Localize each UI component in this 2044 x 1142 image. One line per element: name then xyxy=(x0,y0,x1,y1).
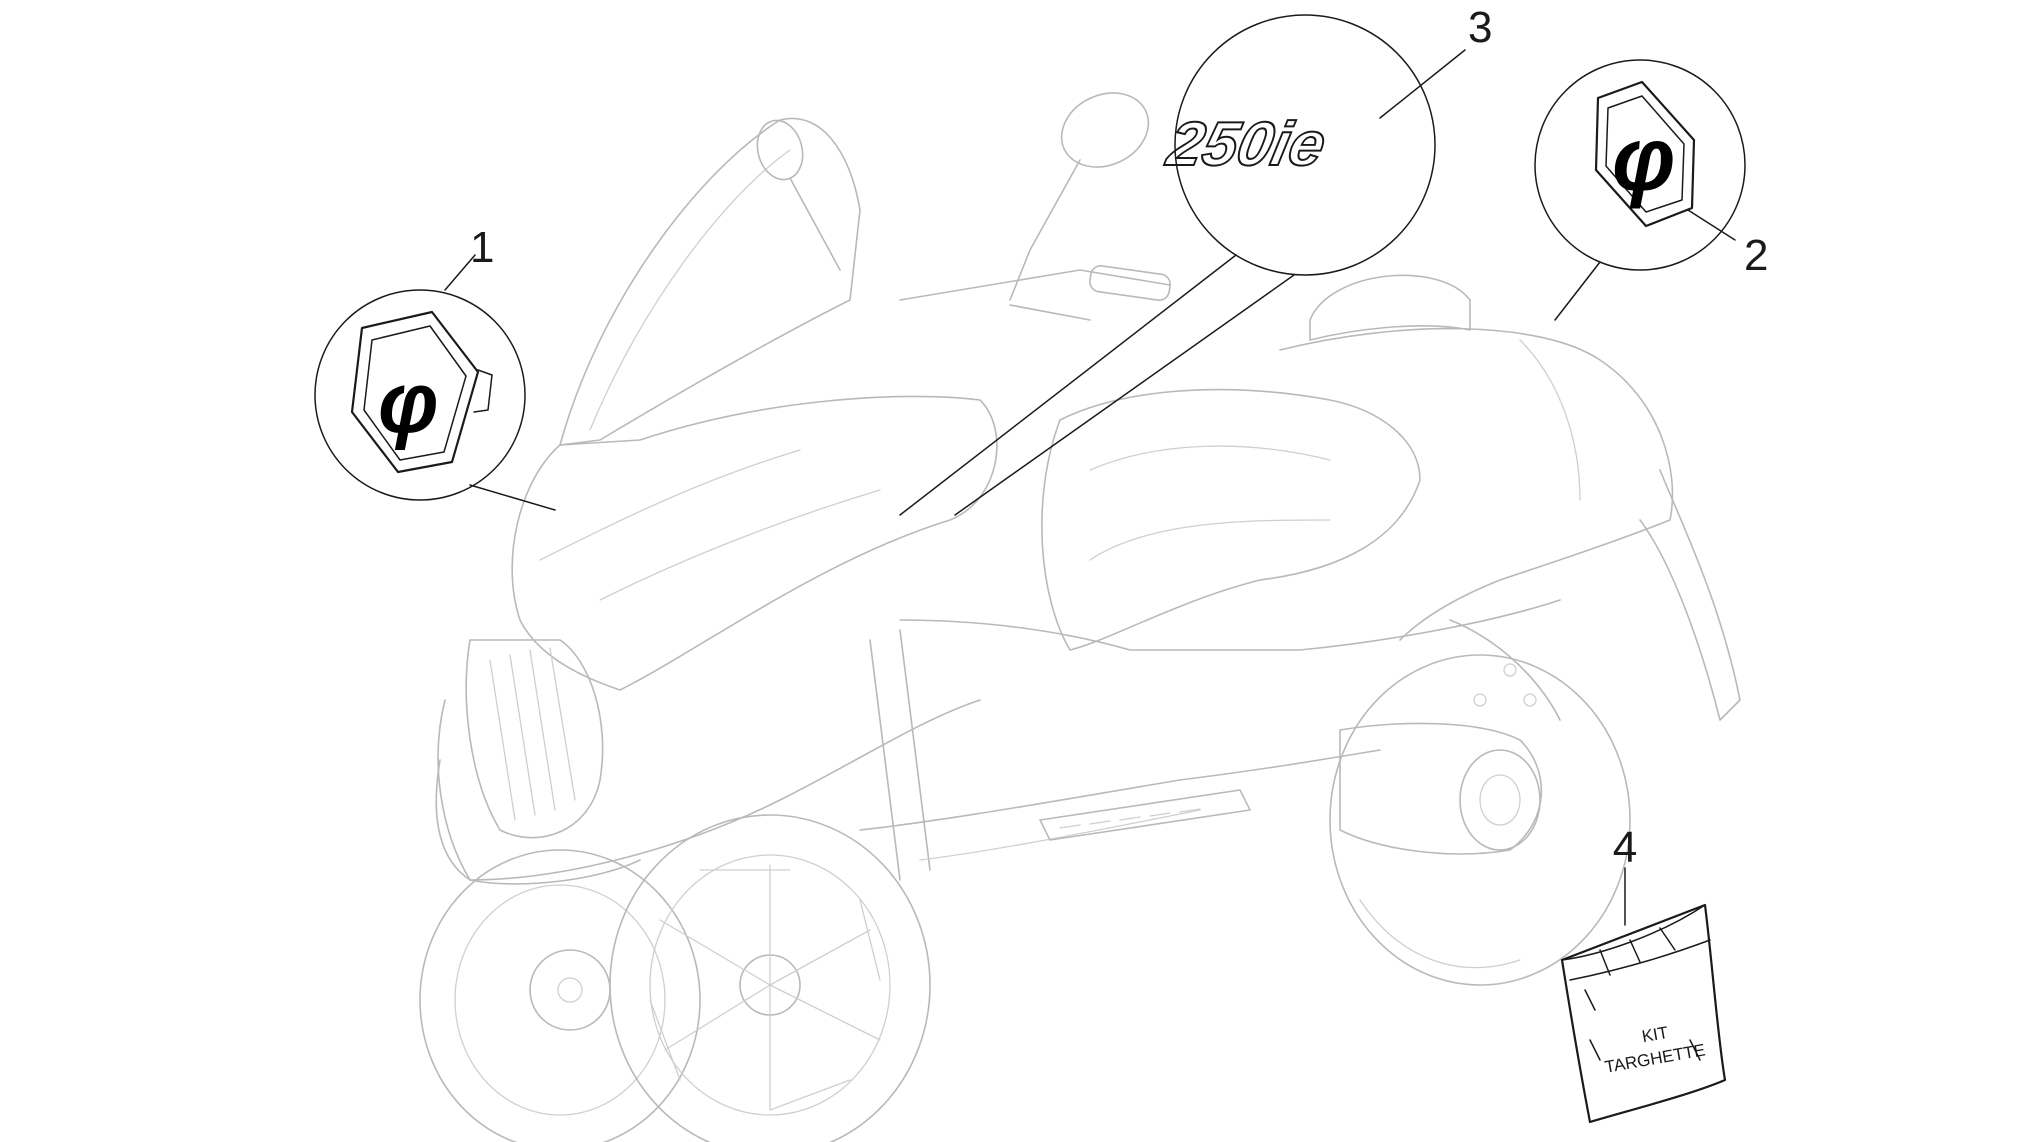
detail-circle-2 xyxy=(1534,59,1746,271)
callout-3-group: 250ie 3 xyxy=(899,3,1492,516)
scooter-illustration xyxy=(419,92,1741,1142)
leader-line-3b xyxy=(954,274,1295,516)
callout-number-4: 4 xyxy=(1613,823,1637,872)
piaggio-badge-rear: φ xyxy=(1594,80,1696,228)
callout-number-3: 3 xyxy=(1468,3,1492,52)
leader-line-1 xyxy=(469,484,556,511)
callout-number-2: 2 xyxy=(1744,231,1768,280)
detail-circle-3 xyxy=(1174,14,1436,276)
leader-line-2 xyxy=(1554,261,1601,321)
piaggio-badge-front: φ xyxy=(350,310,493,474)
sticker-kit-label-line2: TARGHETTE xyxy=(1603,1040,1706,1076)
pointer-line-3 xyxy=(1379,49,1466,119)
sticker-kit-label-line1: KIT xyxy=(1640,1023,1669,1046)
callout-number-1: 1 xyxy=(470,223,494,272)
leader-line-3a xyxy=(899,254,1237,516)
badge-rear-logo: φ xyxy=(1612,110,1675,210)
sticker-kit-bag: KIT TARGHETTE xyxy=(1560,903,1727,1124)
callout-1-group: φ 1 xyxy=(314,223,556,511)
callout-2-group: φ 2 xyxy=(1534,59,1768,321)
pointer-line-2 xyxy=(1687,209,1736,241)
model-emblem-250ie: 250ie xyxy=(1161,110,1332,179)
detail-circle-1 xyxy=(314,289,526,501)
pointer-line-1 xyxy=(444,254,476,291)
badge-front-logo: φ xyxy=(378,355,439,451)
callout-4-group: KIT TARGHETTE 4 xyxy=(1560,823,1727,1124)
